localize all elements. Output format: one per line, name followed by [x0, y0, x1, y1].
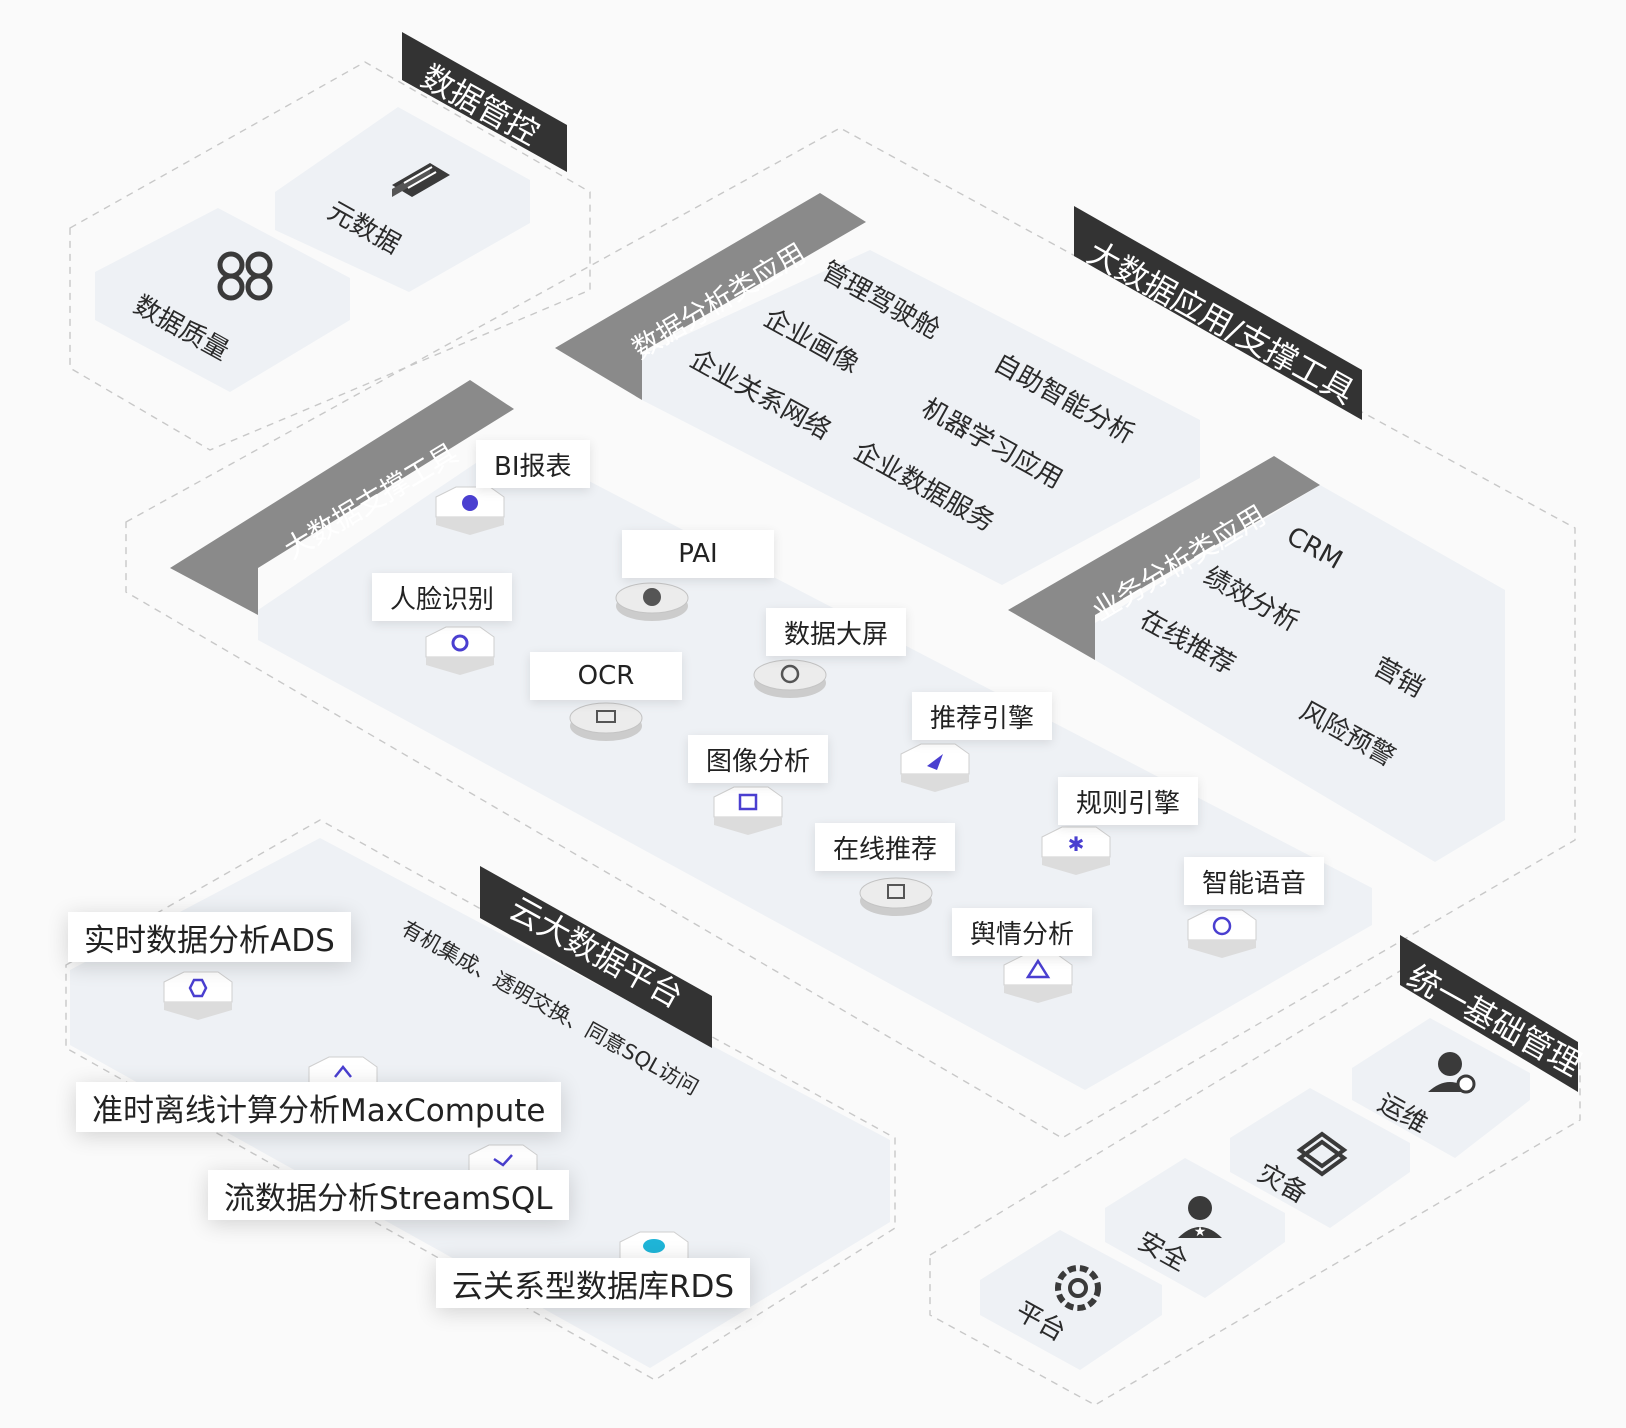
chip-rule-engine: ✱ — [1041, 826, 1111, 875]
document-icon — [392, 163, 450, 197]
tool-label-online-recommend: 在线推荐 — [815, 823, 956, 871]
dashboard-icon — [780, 664, 800, 684]
ops-icon — [1428, 1052, 1476, 1094]
tag-bar-big-data-apps — [1074, 206, 1362, 420]
tile-metadata — [275, 107, 530, 292]
ads-icon — [188, 978, 208, 998]
disc-data-screen — [753, 659, 827, 698]
tile-platform — [980, 1230, 1162, 1370]
tool-label-voice: 智能语音 — [1184, 857, 1325, 905]
disaster-recovery-icon — [1296, 1131, 1348, 1177]
image-icon — [738, 793, 758, 811]
tool-label-data-screen: 数据大屏 — [766, 608, 907, 656]
bi-icon — [462, 495, 478, 511]
chip-sentiment — [1003, 954, 1073, 1003]
ocr-icon — [596, 710, 616, 723]
security-icon: ★ — [1178, 1196, 1222, 1240]
quality-icon — [217, 251, 273, 301]
chip-bi — [435, 486, 505, 535]
tag-bar-cloud-platform — [480, 866, 712, 1048]
panel-data-analysis — [642, 250, 1200, 585]
tool-label-image-analysis: 图像分析 — [688, 735, 829, 783]
asterisk-icon: ✱ — [1068, 832, 1085, 856]
tool-label-face: 人脸识别 — [372, 573, 513, 621]
tool-label-rule-engine: 规则引擎 — [1058, 777, 1199, 825]
service-label-maxcompute: 准时离线计算分析MaxCompute — [76, 1082, 562, 1132]
rocket-icon — [927, 754, 943, 770]
tool-label-recommend-engine: 推荐引擎 — [912, 692, 1053, 740]
voice-icon — [1212, 916, 1232, 936]
svg-text:★: ★ — [1194, 1224, 1207, 1240]
stream-icon — [493, 1154, 513, 1167]
tile-data-quality — [95, 208, 350, 392]
disc-pai — [615, 582, 689, 621]
cloud-icon — [643, 1239, 665, 1253]
tag-bar-data-governance — [402, 32, 567, 172]
tool-label-sentiment: 舆情分析 — [952, 908, 1093, 956]
disc-ocr — [569, 702, 643, 741]
disc-online-recommend — [859, 877, 933, 916]
pai-icon — [643, 588, 661, 606]
tag-bar-support-tools — [170, 380, 514, 615]
recommend-icon — [887, 884, 905, 899]
chip-voice — [1187, 909, 1257, 958]
chip-face — [425, 626, 495, 675]
region-big-data-apps-outline — [125, 127, 1576, 1139]
tag-bar-data-analysis — [555, 193, 866, 400]
sentiment-icon — [1025, 958, 1051, 979]
chip-recommend-engine — [900, 743, 970, 792]
region-cloud-platform-outline — [65, 819, 896, 1381]
service-label-ads: 实时数据分析ADS — [68, 912, 351, 962]
region-unified-management-outline — [929, 967, 1581, 1406]
tile-dr — [1230, 1088, 1410, 1228]
chip-ads — [163, 971, 233, 1020]
tag-bar-unified-management — [1400, 935, 1578, 1092]
tool-label-bi: BI报表 — [476, 440, 590, 488]
face-icon — [451, 634, 469, 652]
maxcompute-icon — [334, 1064, 352, 1078]
panel-business-analysis — [1095, 485, 1505, 862]
region-data-governance-outline — [69, 61, 591, 451]
gear-icon — [1055, 1265, 1101, 1311]
chip-image-analysis — [713, 786, 783, 835]
service-label-streamsql: 流数据分析StreamSQL — [208, 1170, 569, 1220]
tool-label-pai: PAI — [622, 530, 774, 578]
service-label-rds: 云关系型数据库RDS — [436, 1258, 751, 1308]
tool-label-ocr: OCR — [530, 652, 682, 700]
tag-bar-business-analysis — [1008, 456, 1320, 660]
